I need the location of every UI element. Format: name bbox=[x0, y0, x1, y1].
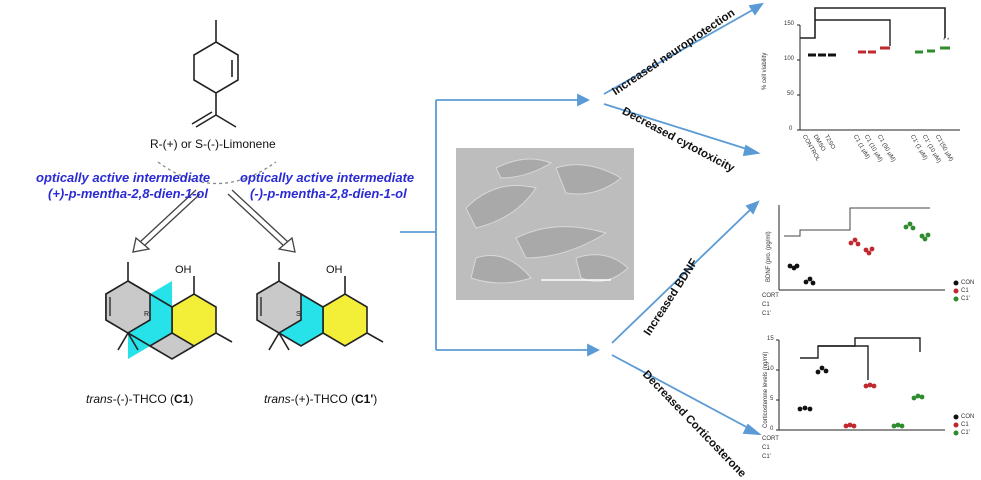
cort-row-cort: CORT bbox=[762, 436, 779, 442]
viability-ytick-150: 150 bbox=[784, 21, 795, 27]
right-intermediate-line1: optically active intermediate bbox=[240, 170, 415, 185]
left-intermediate-line2: (+)-p-mentha-2,8-dien-1-ol bbox=[48, 186, 208, 201]
cort-row-c1prime: C1' bbox=[762, 454, 771, 460]
right-intermediate-line2: (-)-p-mentha-2,8-dien-1-ol bbox=[250, 186, 407, 201]
cort-legend-c1prime: C1' bbox=[961, 430, 970, 436]
cort-row-c1: C1 bbox=[762, 445, 770, 451]
flow-arrows bbox=[400, 2, 764, 436]
cort-ytick-0: 0 bbox=[770, 426, 774, 432]
cort-chart bbox=[776, 337, 959, 436]
viability-ytick-0: 0 bbox=[789, 126, 793, 132]
viability-bars bbox=[808, 46, 950, 57]
right-double-arrow bbox=[227, 189, 296, 253]
bdnf-legend-c1: C1 bbox=[961, 288, 969, 294]
bdnf-legend-c1prime: C1' bbox=[961, 296, 970, 302]
stereo-s-label: S bbox=[296, 311, 301, 318]
product-c1prime-label: trans-(+)-THCO (C1') bbox=[264, 392, 378, 406]
oh-label-right: OH bbox=[326, 264, 343, 276]
limonene-label: R-(+) or S-(-)-Limonene bbox=[150, 137, 276, 151]
viability-chart bbox=[797, 7, 960, 131]
diagram-canvas bbox=[105, 2, 960, 436]
bdnf-ylabel: BDNF (pro. (pg/ml) bbox=[766, 231, 772, 282]
oh-label-left: OH bbox=[175, 264, 192, 276]
cort-points bbox=[797, 365, 925, 429]
microscopy-image bbox=[456, 148, 634, 300]
cort-legend-markers bbox=[953, 414, 959, 436]
cort-ytick-5: 5 bbox=[770, 396, 774, 402]
bdnf-row-cort: CORT bbox=[762, 293, 779, 299]
cort-legend-con: CON bbox=[961, 414, 975, 420]
left-double-arrow bbox=[132, 189, 201, 253]
cort-legend-c1: C1 bbox=[961, 422, 969, 428]
viability-sig: * * bbox=[943, 38, 950, 44]
viability-ytick-100: 100 bbox=[784, 56, 795, 62]
cort-ytick-10: 10 bbox=[767, 366, 774, 372]
bdnf-points bbox=[787, 221, 931, 286]
bdnf-row-c1prime: C1' bbox=[762, 311, 771, 317]
viability-ytick-50: 50 bbox=[787, 91, 794, 97]
stereo-r-label: R bbox=[144, 311, 150, 318]
bdnf-chart bbox=[778, 205, 959, 302]
limonene-structure bbox=[191, 20, 239, 128]
viability-ylabel: % cell viability bbox=[762, 52, 768, 90]
cort-ytick-15: 15 bbox=[767, 336, 774, 342]
left-intermediate-line1: optically active intermediate bbox=[36, 170, 211, 185]
bdnf-legend-markers bbox=[953, 280, 959, 302]
cort-ylabel: Corticosterone levels (ng/ml) bbox=[763, 351, 769, 428]
thco-c1-structure bbox=[105, 262, 233, 360]
product-c1-label: trans-(-)-THCO (C1) bbox=[86, 392, 194, 406]
bdnf-legend-con: CON bbox=[961, 280, 975, 286]
bdnf-row-c1: C1 bbox=[762, 302, 770, 308]
cell-texture bbox=[456, 148, 634, 300]
thco-c1prime-structure bbox=[256, 262, 384, 351]
